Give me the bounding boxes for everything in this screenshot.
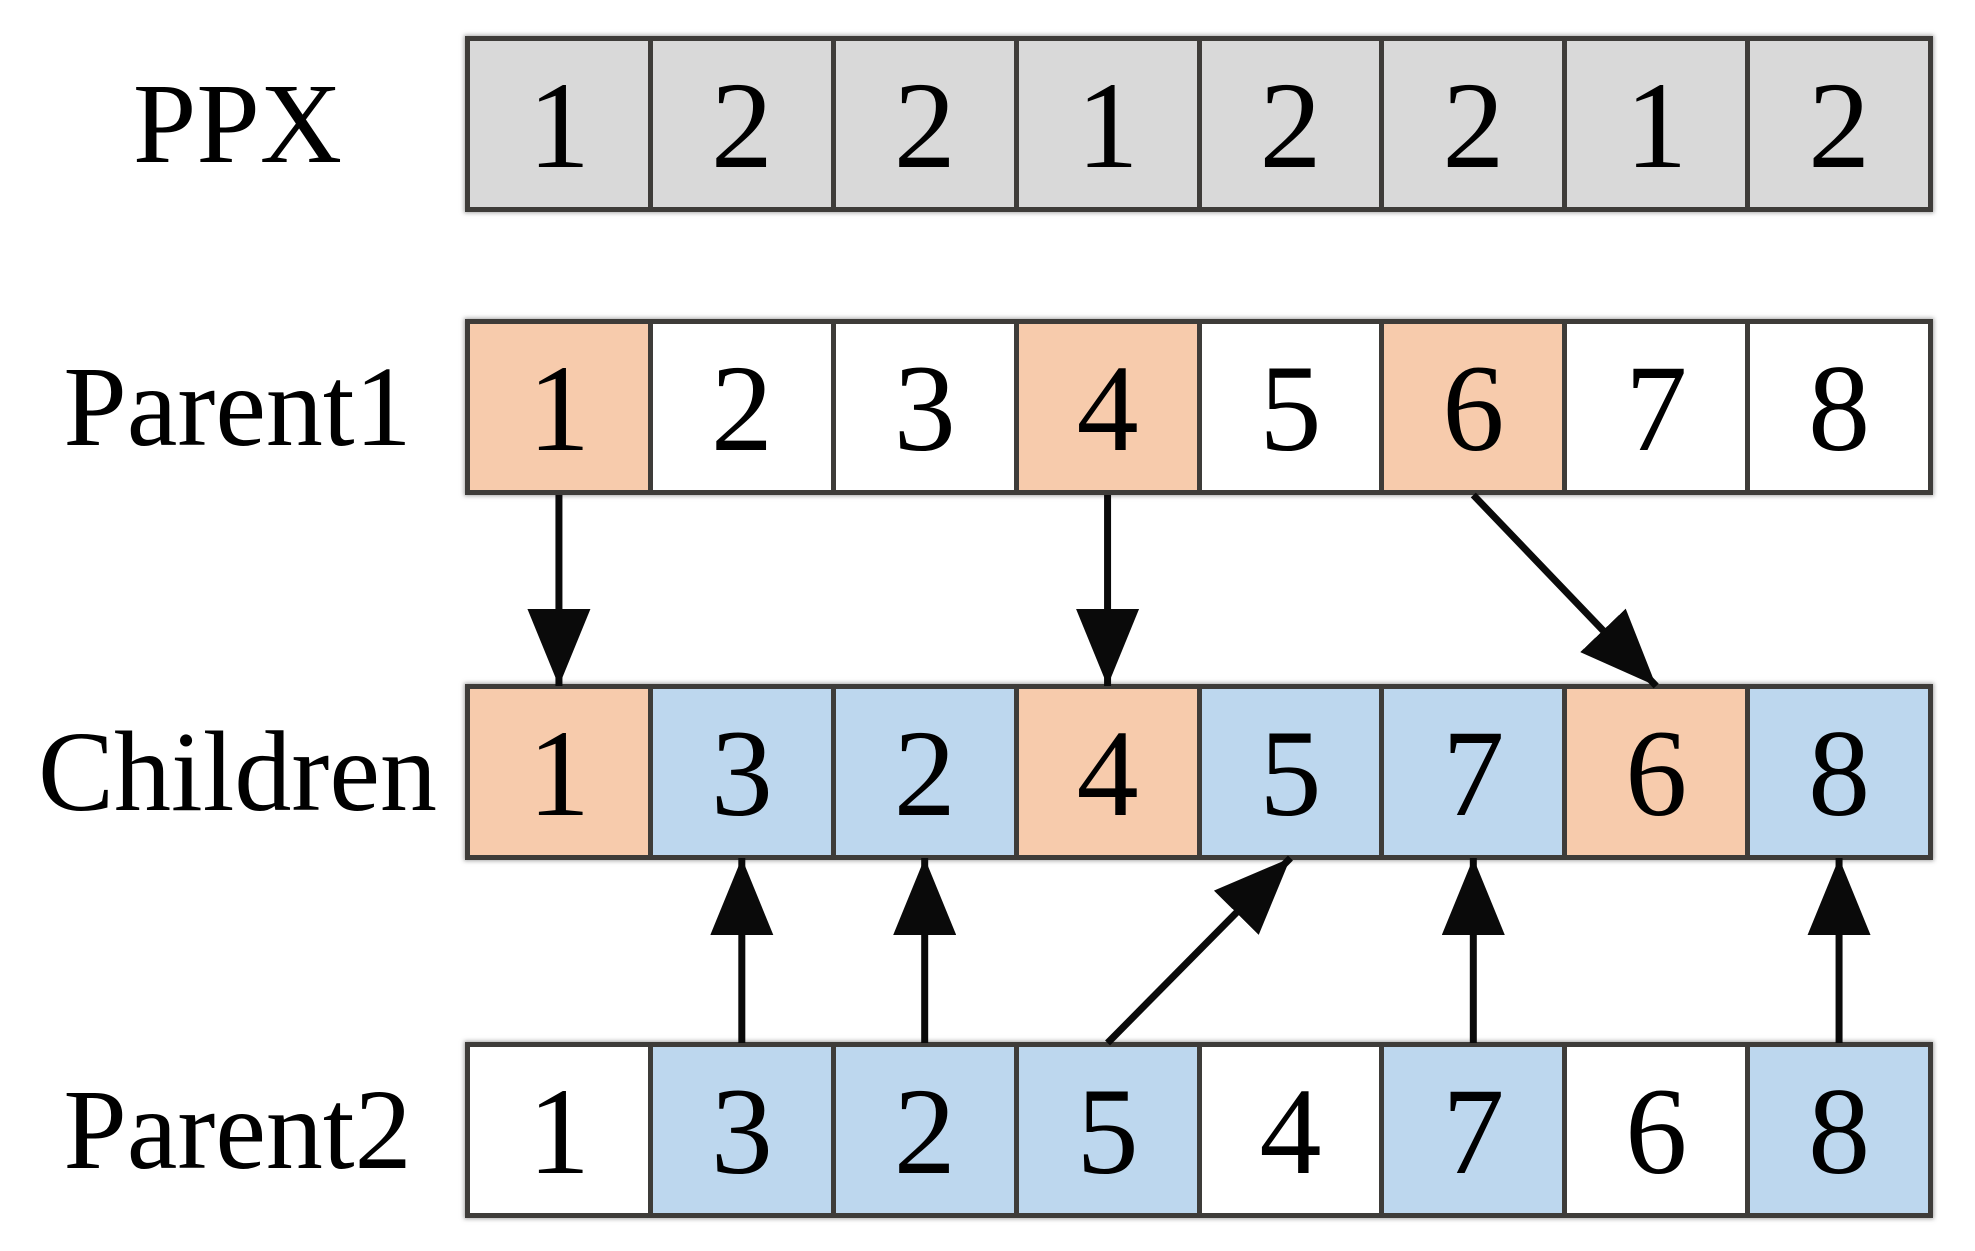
parent1-cell-7-white: 7 bbox=[1567, 324, 1746, 490]
ppx-cell-7-gray: 1 bbox=[1567, 41, 1746, 207]
parent2-cell-3-value: 2 bbox=[893, 1063, 956, 1200]
ppx-cell-6-value: 2 bbox=[1442, 57, 1505, 194]
parent1-cell-8-value: 8 bbox=[1808, 340, 1871, 477]
children-cell-1-orange: 1 bbox=[470, 689, 648, 855]
children-cell-5-value: 5 bbox=[1259, 705, 1322, 842]
ppx-cell-2-gray: 2 bbox=[652, 41, 831, 207]
parent1-cell-8-white: 8 bbox=[1750, 324, 1928, 490]
children-cell-8-blue: 8 bbox=[1750, 689, 1928, 855]
ppx-cell-5-value: 2 bbox=[1259, 57, 1322, 194]
parent2-cell-6-blue: 7 bbox=[1384, 1047, 1563, 1213]
parent1-cell-4-value: 4 bbox=[1076, 340, 1139, 477]
parent1-cell-1-orange: 1 bbox=[470, 324, 648, 490]
parent2-cell-1-value: 1 bbox=[527, 1063, 590, 1200]
parent2-cell-7-value: 6 bbox=[1625, 1063, 1688, 1200]
parent2-cell-5-white: 4 bbox=[1201, 1047, 1380, 1213]
parent1-cell-3-value: 3 bbox=[893, 340, 956, 477]
parent2-cell-7-white: 6 bbox=[1567, 1047, 1746, 1213]
parent2-cell-6-value: 7 bbox=[1442, 1063, 1505, 1200]
parent2-cell-5-value: 4 bbox=[1259, 1063, 1322, 1200]
ppx-cell-4-value: 1 bbox=[1076, 57, 1139, 194]
children-cell-2-value: 3 bbox=[710, 705, 773, 842]
parent1-cell-5-value: 5 bbox=[1259, 340, 1322, 477]
parent1-cell-2-white: 2 bbox=[652, 324, 831, 490]
parent1-cell-7-value: 7 bbox=[1625, 340, 1688, 477]
children-cell-3-value: 2 bbox=[893, 705, 956, 842]
parent2-cell-2-blue: 3 bbox=[652, 1047, 831, 1213]
ppx-cell-8-value: 2 bbox=[1808, 57, 1871, 194]
children-cell-5-blue: 5 bbox=[1201, 689, 1380, 855]
children-cell-4-value: 4 bbox=[1076, 705, 1139, 842]
children-cell-6-blue: 7 bbox=[1384, 689, 1563, 855]
parent2-cell-4-blue: 5 bbox=[1018, 1047, 1197, 1213]
children-cell-1-value: 1 bbox=[527, 705, 590, 842]
parent2-cell-3-blue: 2 bbox=[835, 1047, 1014, 1213]
parent2-cell-4-value: 5 bbox=[1076, 1063, 1139, 1200]
ppx-cell-7-value: 1 bbox=[1625, 57, 1688, 194]
ppx-cell-3-value: 2 bbox=[893, 57, 956, 194]
parent2-cell-1-white: 1 bbox=[470, 1047, 648, 1213]
parent1-cell-5-white: 5 bbox=[1201, 324, 1380, 490]
arrow-parent2-gene-5-to-child-slot-5 bbox=[1105, 855, 1293, 1046]
row-label-parent2: Parent2 bbox=[63, 1066, 412, 1193]
parent1-cell-4-orange: 4 bbox=[1018, 324, 1197, 490]
children-cell-6-value: 7 bbox=[1442, 705, 1505, 842]
ppx-cell-4-gray: 1 bbox=[1018, 41, 1197, 207]
ppx-cell-8-gray: 2 bbox=[1750, 41, 1928, 207]
parent2-cell-8-blue: 8 bbox=[1750, 1047, 1928, 1213]
ppx-cell-1-gray: 1 bbox=[470, 41, 648, 207]
row-label-children: Children bbox=[38, 708, 437, 835]
ppx-cell-3-gray: 2 bbox=[835, 41, 1014, 207]
children-cell-4-orange: 4 bbox=[1018, 689, 1197, 855]
parent1-cell-6-orange: 6 bbox=[1384, 324, 1563, 490]
children-cell-8-value: 8 bbox=[1808, 705, 1871, 842]
parent2-cell-8-value: 8 bbox=[1808, 1063, 1871, 1200]
parent1-cell-2-value: 2 bbox=[710, 340, 773, 477]
ppx-cell-1-value: 1 bbox=[527, 57, 590, 194]
ppx-cell-5-gray: 2 bbox=[1201, 41, 1380, 207]
children-cell-7-value: 6 bbox=[1625, 705, 1688, 842]
row-label-parent1: Parent1 bbox=[63, 343, 412, 470]
children-cell-2-blue: 3 bbox=[652, 689, 831, 855]
children-cell-7-orange: 6 bbox=[1567, 689, 1746, 855]
ppx-cell-2-value: 2 bbox=[710, 57, 773, 194]
row-label-ppx: PPX bbox=[132, 60, 343, 187]
parent2-cell-2-value: 3 bbox=[710, 1063, 773, 1200]
children-cell-3-blue: 2 bbox=[835, 689, 1014, 855]
arrow-parent1-gene-6-to-child-slot-7 bbox=[1470, 492, 1659, 689]
parent1-cell-3-white: 3 bbox=[835, 324, 1014, 490]
parent1-cell-1-value: 1 bbox=[527, 340, 590, 477]
ppx-cell-6-gray: 2 bbox=[1384, 41, 1563, 207]
parent1-cell-6-value: 6 bbox=[1442, 340, 1505, 477]
